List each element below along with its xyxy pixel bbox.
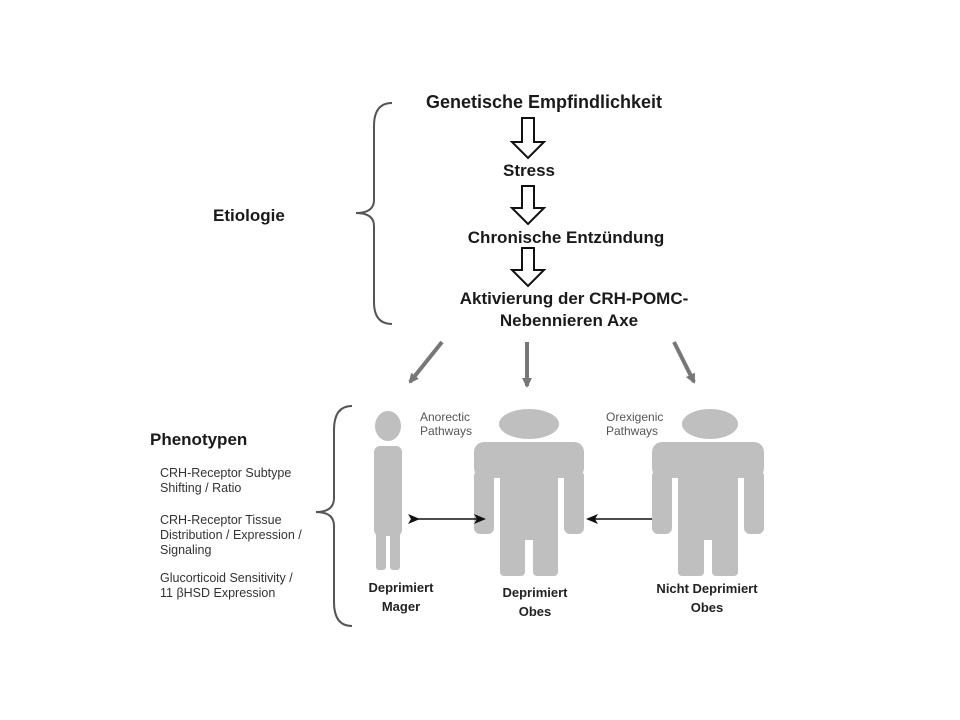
etiology-label: Etiologie xyxy=(213,206,285,225)
hollow-down-arrow-3 xyxy=(509,247,547,288)
factor-line: 11 βHSD Expression xyxy=(160,586,276,600)
factor-line: Distribution / Expression / xyxy=(160,528,302,542)
etiology-brace xyxy=(355,102,393,325)
step-chronic-inflammation: Chronische Entzündung xyxy=(467,228,665,247)
pathway-line: Anorectic xyxy=(420,410,471,424)
hollow-down-arrow-2 xyxy=(509,185,547,226)
pathway-line: Pathways xyxy=(420,424,473,438)
step-stress: Stress xyxy=(503,161,555,180)
figure-caption-mager: Deprimiert Mager xyxy=(368,578,433,616)
caption-line: Nicht Deprimiert xyxy=(656,581,758,596)
arrow-to-mager xyxy=(408,340,444,384)
factor-receptor-subtype: CRH-Receptor Subtype Shifting / Ratio xyxy=(160,466,291,496)
phenotypes-label: Phenotypen xyxy=(150,430,248,449)
arrow-to-nicht-deprimiert xyxy=(672,341,696,384)
factor-line: Glucorticoid Sensitivity / xyxy=(160,571,293,585)
factor-receptor-tissue: CRH-Receptor Tissue Distribution / Expre… xyxy=(160,513,302,558)
obese-figure-right xyxy=(652,409,764,576)
caption-line: Deprimiert xyxy=(368,580,434,595)
caption-line: Obes xyxy=(690,600,724,615)
phenotype-brace xyxy=(315,405,353,627)
factor-glucocorticoid: Glucorticoid Sensitivity / 11 βHSD Expre… xyxy=(160,571,293,601)
hollow-down-arrow-1 xyxy=(509,117,547,160)
step-genetic-susceptibility: Genetische Empfindlichkeit xyxy=(425,92,663,112)
caption-line: Obes xyxy=(518,604,552,619)
orexigenic-pathways-label: Orexigenic Pathways xyxy=(606,410,663,438)
obese-figure-center xyxy=(474,409,584,576)
caption-line: Mager xyxy=(381,599,421,614)
factor-line: Signaling xyxy=(160,543,212,557)
factor-line: CRH-Receptor Tissue xyxy=(160,513,282,527)
step-axis-activation-line1: Aktivierung der CRH-POMC- xyxy=(459,289,689,308)
figure-caption-nicht-deprimiert: Nicht Deprimiert Obes xyxy=(656,579,757,617)
anorectic-pathways-label: Anorectic Pathways xyxy=(420,410,472,438)
caption-line: Deprimiert xyxy=(502,585,568,600)
pathway-line: Orexigenic xyxy=(606,410,664,424)
figure-caption-obes: Deprimiert Obes xyxy=(502,583,567,621)
pathway-line: Pathways xyxy=(606,424,659,438)
factor-line: CRH-Receptor Subtype xyxy=(160,466,292,480)
factor-line: Shifting / Ratio xyxy=(160,481,242,495)
step-axis-activation-line2: Nebennieren Axe xyxy=(499,311,639,330)
thin-figure xyxy=(374,411,402,570)
